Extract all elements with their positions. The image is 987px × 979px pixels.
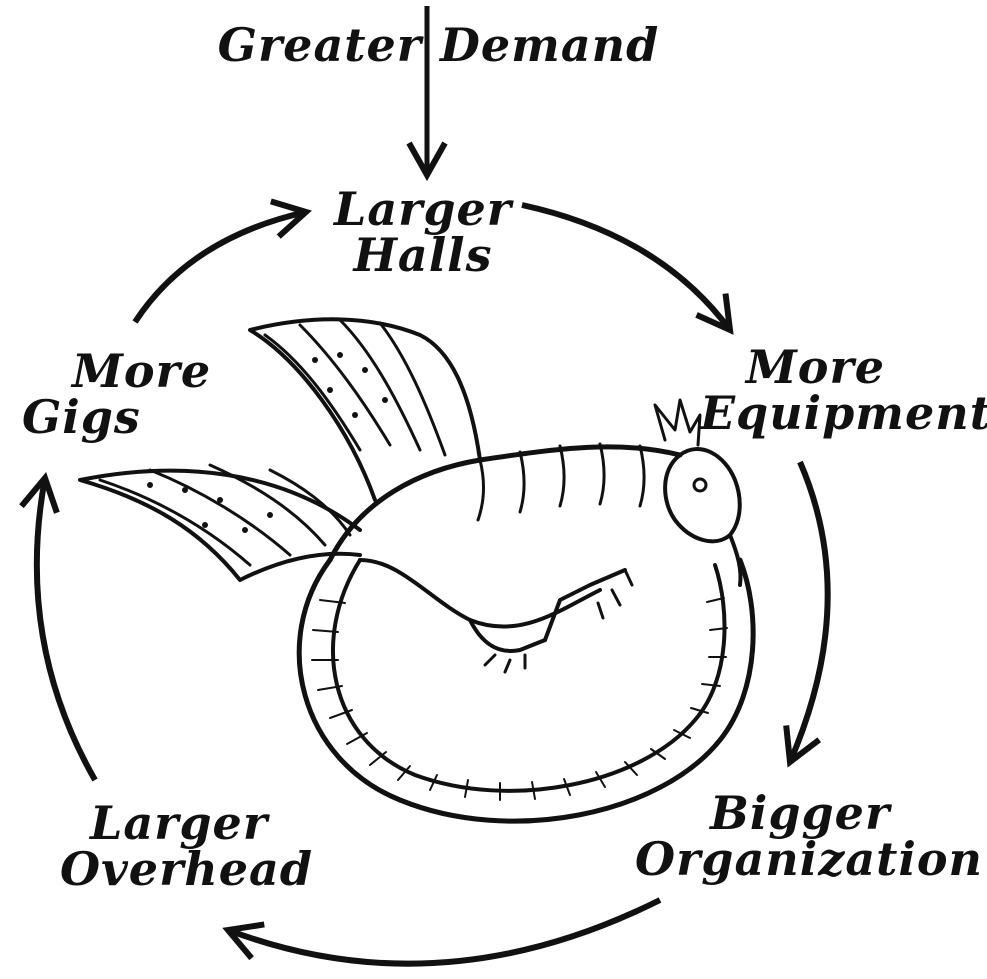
input-label-right: Demand [440,22,659,68]
arrow-overhead-to-gigs [37,478,95,780]
input-label-left: Greater [218,22,422,68]
node-larger-overhead-line-1: Larger [60,800,320,846]
node-larger-overhead-line-2: Overhead [60,846,320,892]
node-larger-halls-line-2: Halls [318,232,528,278]
arrow-halls-to-equipment [522,205,730,330]
node-more-gigs-line-1: More [22,348,212,394]
node-more-equipment-line-1: More [700,344,980,390]
node-larger-halls-line-1: Larger [318,186,528,232]
node-bigger-organization-line-1: Bigger [635,790,975,836]
arrow-gigs-to-halls [135,212,306,322]
node-bigger-organization-line-2: Organization [635,836,975,882]
node-larger-overhead: Larger Overhead [60,800,320,892]
node-more-gigs: More Gigs [22,348,212,440]
node-more-gigs-line-2: Gigs [22,394,212,440]
node-more-equipment: More Equipment [700,344,980,436]
arrow-organization-to-overhead [228,900,660,964]
node-more-equipment-line-2: Equipment [700,390,980,436]
node-larger-halls: Larger Halls [318,186,528,278]
node-bigger-organization: Bigger Organization [635,790,975,882]
arrow-equipment-to-organization [790,462,828,762]
